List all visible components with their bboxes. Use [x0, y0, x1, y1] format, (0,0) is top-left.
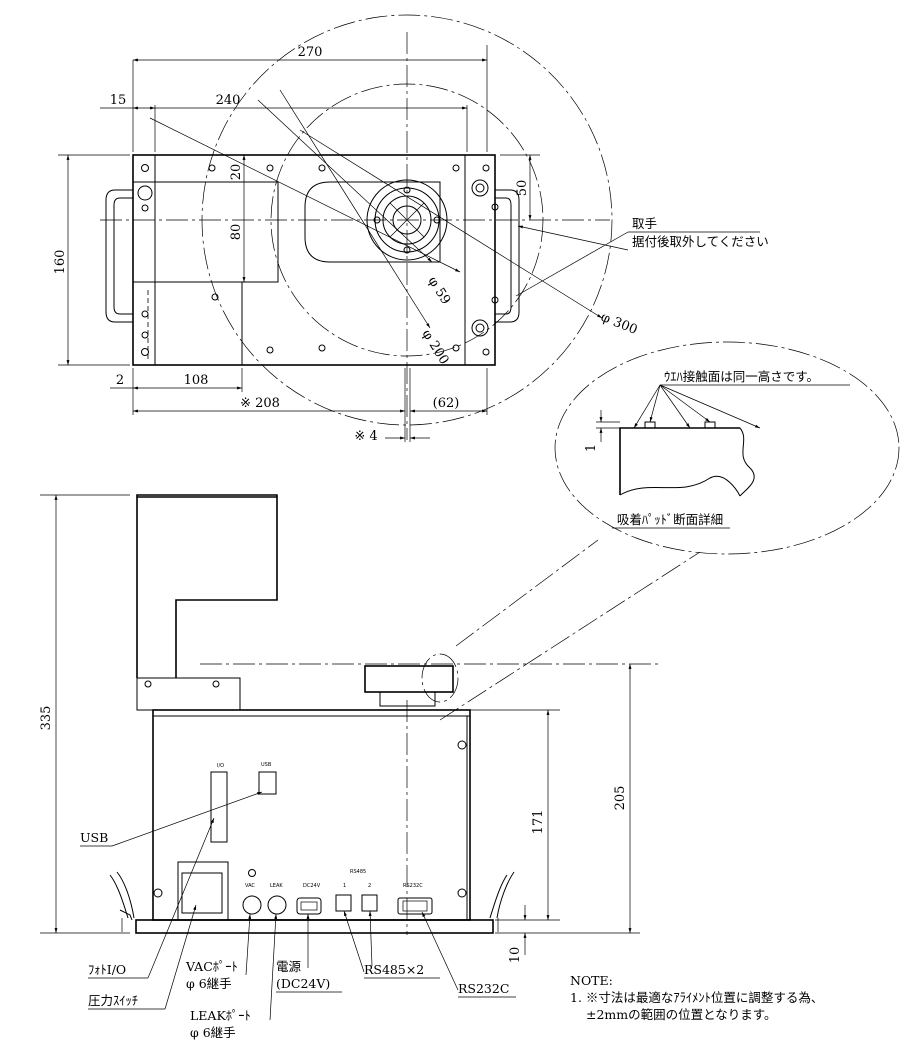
detail-caption: 吸着ﾊﾟｯﾄﾞ断面詳細	[617, 512, 723, 527]
callout-power-1: 電源	[276, 959, 302, 974]
callout-leak-port-1: LEAKﾎﾟｰﾄ	[190, 1008, 251, 1023]
usb-label: USB	[261, 762, 272, 768]
base-plate-top	[132, 154, 496, 366]
io-connector	[210, 771, 228, 843]
rs232c-label: RS232C	[403, 883, 423, 889]
usb-port	[258, 771, 277, 795]
handle-note-line1: 取手	[632, 216, 657, 231]
base-plate-side	[135, 919, 494, 934]
callout-leak-port-2: φ 6継手	[190, 1025, 236, 1040]
notes-block: NOTE: 1. ※寸法は最適なｱﾗｲﾒﾝﾄ位置に調整する為、 ±2mmの範囲の…	[570, 973, 823, 1022]
dim-171: 171	[531, 810, 546, 835]
rs232c-connector	[397, 897, 433, 915]
dim-62: (62)	[433, 396, 460, 411]
note-line2: ±2mmの範囲の位置となります。	[586, 1007, 777, 1022]
dim-10: 10	[508, 947, 523, 964]
side-view: I/O USB VAC LEAK DC24V RS485 1 2 RS232C …	[39, 494, 660, 1040]
detail-ellipse	[554, 341, 900, 555]
callout-photo-io: ﾌｫﾄI/O	[88, 962, 126, 977]
upper-arm	[136, 494, 278, 678]
rs485-port-2	[361, 894, 378, 912]
dim-80: 80	[229, 224, 244, 241]
rs485-port-1	[335, 894, 352, 912]
leak-port	[267, 895, 287, 915]
callout-rs485: RS485×2	[364, 962, 424, 977]
dim-phi300: φ 300	[599, 310, 640, 338]
dim-1: 1	[584, 444, 599, 452]
dim-160: 160	[53, 250, 68, 275]
pad-side	[364, 665, 454, 693]
dim-50: 50	[515, 180, 530, 197]
dim-208: ※ 208	[240, 396, 280, 411]
left-handle	[105, 189, 133, 323]
dc24v-connector	[296, 897, 322, 915]
callout-pressure-switch: 圧力ｽｲｯﾁ	[88, 993, 138, 1008]
pressure-switch	[181, 872, 223, 914]
top-view: 270 15 240 20 80 50 160 φ 59 φ 200 φ 300	[53, 14, 769, 444]
dim-4: ※ 4	[354, 429, 377, 444]
dim-2: 2	[116, 373, 124, 388]
note-line1: 1. ※寸法は最適なｱﾗｲﾒﾝﾄ位置に調整する為、	[570, 990, 823, 1005]
leak-label: LEAK	[270, 883, 283, 889]
io-label: I/O	[217, 763, 224, 769]
handle-note-line2: 据付後取外してください	[632, 234, 769, 249]
dim-108: 108	[184, 373, 209, 388]
slot-outline	[304, 181, 441, 263]
dim-15: 15	[110, 93, 127, 108]
rs485-1-label: 1	[343, 883, 346, 889]
callout-power-2: (DC24V)	[276, 976, 330, 991]
dim-20: 20	[229, 164, 244, 181]
callout-usb: USB	[80, 830, 108, 845]
rs485-label: RS485	[350, 869, 366, 875]
vac-label: VAC	[245, 883, 255, 889]
rs485-2-label: 2	[368, 883, 371, 889]
dc24v-label: DC24V	[303, 883, 321, 889]
dim-270: 270	[298, 45, 323, 60]
dim-240: 240	[216, 93, 241, 108]
callout-vac-port-1: VACﾎﾟｰﾄ	[185, 959, 238, 974]
dim-phi59: φ 59	[425, 274, 454, 307]
dim-phi200: φ 200	[419, 327, 452, 367]
right-handle	[495, 189, 520, 323]
callout-vac-port-2: φ 6継手	[186, 976, 232, 991]
contact-note: ｳｴﾊ接触面は同一高さです。	[664, 369, 819, 384]
suction-pad	[366, 179, 448, 261]
screws-top	[137, 164, 499, 356]
callout-rs232c: RS232C	[458, 981, 509, 996]
dim-335: 335	[39, 706, 54, 731]
vac-port	[242, 895, 262, 915]
note-title: NOTE:	[570, 973, 613, 988]
detail-view: ｳｴﾊ接触面は同一高さです。 1 吸着ﾊﾟｯﾄﾞ断面詳細	[439, 341, 900, 721]
dim-205: 205	[613, 786, 628, 811]
